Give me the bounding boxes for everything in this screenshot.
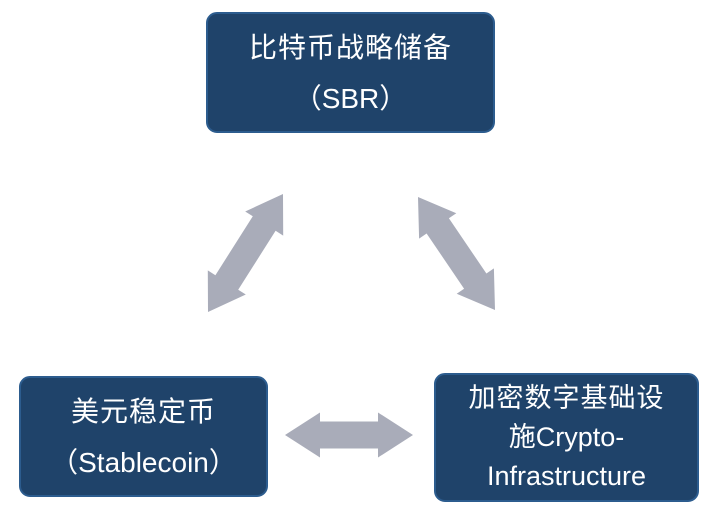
node-sbr-line-1: 比特币战略储备 [248, 31, 452, 63]
arrow-stablecoin-crypto-infrastructure-icon [285, 412, 413, 458]
node-stablecoin-line-1: 美元稳定币 [70, 395, 216, 427]
node-crypto-infrastructure: 加密数字基础设 施Crypto- Infrastructure [434, 373, 699, 502]
node-crypto-infrastructure-line-2: 施Crypto- [508, 422, 625, 452]
node-sbr-line-2: （SBR） [293, 82, 408, 114]
node-crypto-infrastructure-line-1: 加密数字基础设 [468, 383, 665, 413]
node-stablecoin: 美元稳定币 （Stablecoin） [19, 376, 268, 497]
node-sbr: 比特币战略储备 （SBR） [206, 12, 495, 133]
arrow-sbr-crypto-infrastructure-icon [418, 197, 495, 310]
node-stablecoin-line-2: （Stablecoin） [50, 446, 237, 478]
arrow-sbr-stablecoin-icon [207, 194, 284, 312]
node-crypto-infrastructure-line-3: Infrastructure [486, 461, 647, 491]
